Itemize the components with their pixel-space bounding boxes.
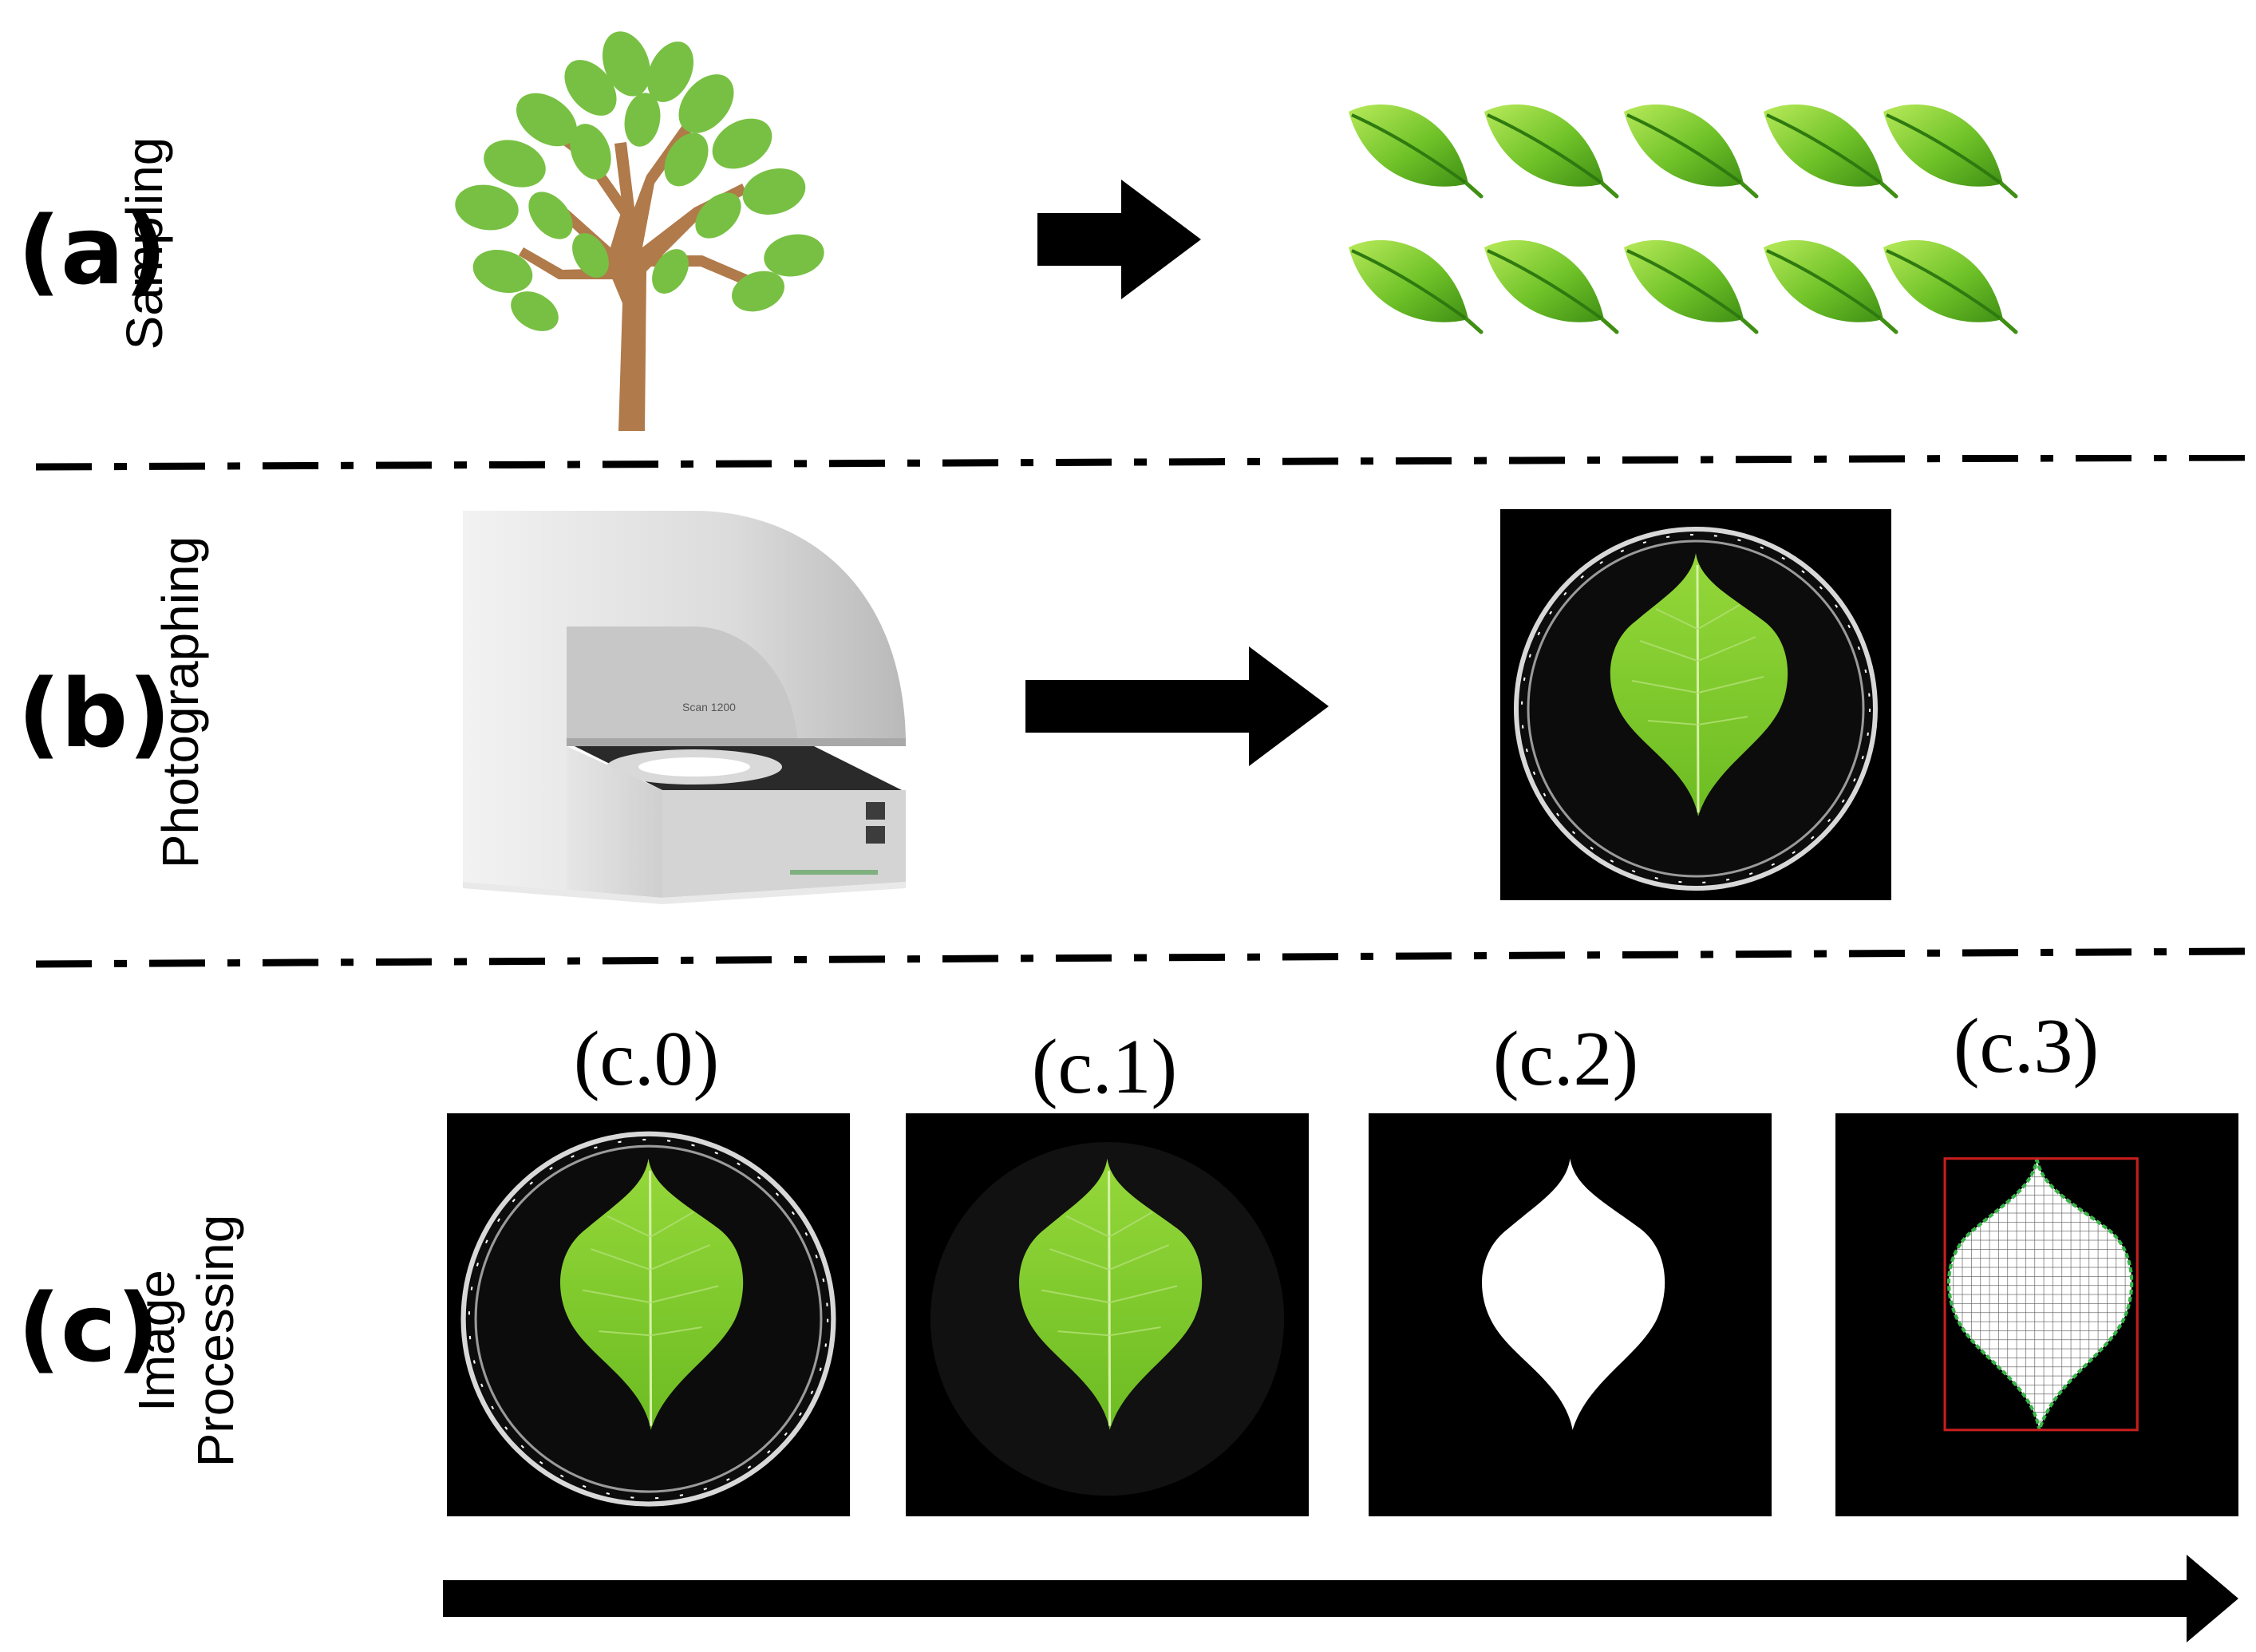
scanner-illustration: Scan 1200 <box>463 511 906 904</box>
step-label-line1: Image <box>128 1270 185 1412</box>
step-label-c3: (c.3) <box>1953 1003 2100 1089</box>
panel-label-a: (a) <box>18 196 168 306</box>
image-c1-cropped <box>906 1113 1309 1516</box>
panel-label-b: (b) <box>18 658 172 769</box>
arrow-photographing <box>1025 646 1329 766</box>
step-label-line2: Processing <box>186 1214 244 1468</box>
tree-illustration <box>455 31 824 431</box>
image-c2-binary-mask <box>1369 1113 1772 1516</box>
step-label-c0: (c.0) <box>573 1016 720 1102</box>
step-label-image-processing: Image Processing <box>88 1181 327 1468</box>
image-c0-original <box>447 1113 850 1516</box>
step-label-c2: (c.2) <box>1492 1016 1639 1102</box>
section-divider <box>36 947 2246 968</box>
image-c3-bounding-box <box>1835 1113 2238 1516</box>
sampled-leaves-grid <box>1341 96 2027 359</box>
section-divider <box>36 455 2246 471</box>
petri-dish-photo <box>1500 509 1891 900</box>
arrow-sampling <box>1037 180 1201 299</box>
step-label-c1: (c.1) <box>1031 1024 1178 1110</box>
step-label-sampling: Sampling <box>116 136 173 350</box>
processing-flow-arrow <box>443 1555 2238 1642</box>
panel-label-c: (c) <box>18 1273 160 1383</box>
scanner-model-text: Scan 1200 <box>682 701 736 713</box>
step-label-photographing: Photographing <box>152 536 209 869</box>
